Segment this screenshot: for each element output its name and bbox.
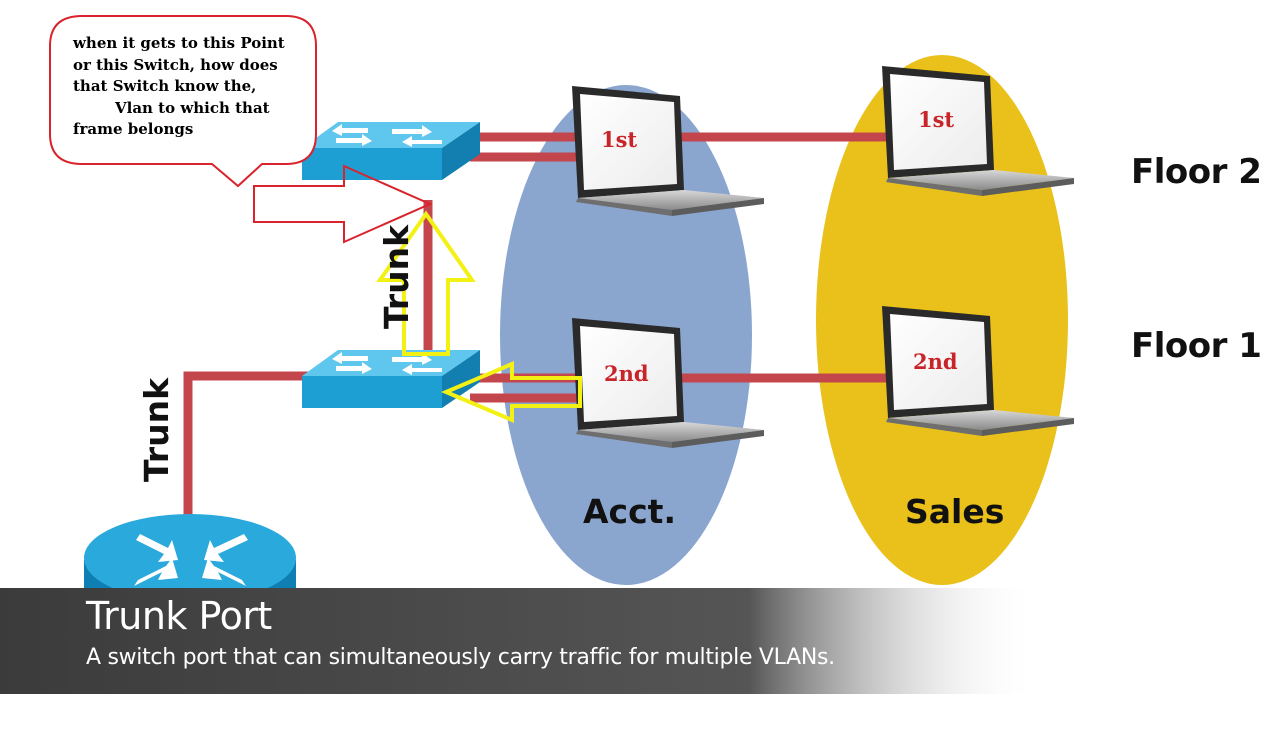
laptop-label-acct-floor2: 1st (601, 127, 638, 152)
acct-group-label: Acct. (583, 492, 676, 531)
sales-group-label: Sales (905, 492, 1005, 531)
floor-2-label: Floor 2 (1131, 152, 1262, 192)
yellow-left-arrow-icon (440, 360, 582, 424)
callout-line: Vlan to which that (115, 98, 270, 117)
footer-band (0, 588, 1040, 694)
red-pointer-arrow-icon (253, 164, 433, 244)
callout-text: when it gets to this Point or this Switc… (73, 33, 313, 141)
callout-line: that Switch know the, (73, 77, 257, 95)
laptop-label-sales-floor1: 2nd (913, 349, 958, 374)
yellow-up-arrow-icon (376, 210, 476, 356)
callout-line: frame belongs (73, 120, 194, 138)
footer-subtitle: A switch port that can simultaneously ca… (86, 645, 835, 670)
laptop-label-acct-floor1: 2nd (604, 361, 649, 386)
footer-title: Trunk Port (86, 594, 272, 638)
trunk-label-router: Trunk (137, 377, 176, 482)
floor-1-label: Floor 1 (1131, 326, 1262, 366)
callout-line: or this Switch, how does (73, 55, 278, 74)
laptop-icon-sales-floor2 (882, 66, 1074, 196)
switch-icon-floor2 (302, 122, 480, 180)
switch-icon-floor1 (302, 350, 480, 408)
trunk-label-switches: Trunk (377, 224, 416, 329)
callout-line: when it gets to this Point (73, 34, 285, 52)
laptop-label-sales-floor2: 1st (918, 107, 955, 132)
router-icon (84, 514, 296, 646)
callout-bubble-shape (49, 15, 317, 188)
